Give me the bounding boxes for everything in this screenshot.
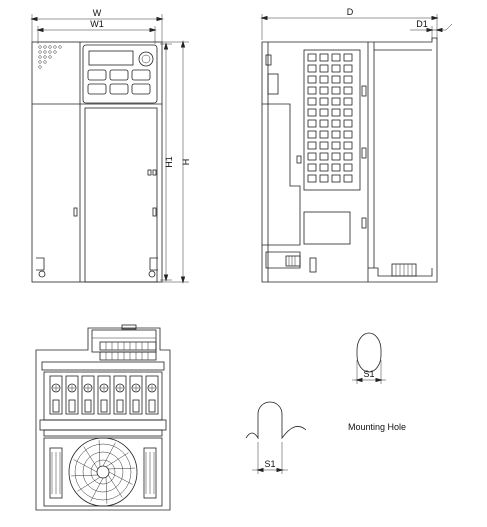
side-housing [261, 37, 438, 283]
label-d1: D1 [416, 19, 428, 29]
dimension-w: W [30, 8, 164, 42]
side-view: D D1 [260, 7, 453, 283]
dimension-h1: H1 [160, 42, 174, 282]
dimension-w1: W1 [36, 19, 157, 44]
label-d: D [347, 7, 354, 17]
dimension-d: D [260, 7, 439, 40]
label-hook-s1: S1 [264, 459, 275, 469]
front-vent-dots [38, 45, 62, 69]
dimension-d1: D1 [410, 19, 453, 40]
mounting-hole-slot: S1 [352, 332, 386, 384]
power-terminals [43, 371, 163, 421]
label-w: W [93, 8, 102, 18]
terminal-block-top [99, 341, 157, 361]
front-housing [31, 41, 163, 283]
label-h1: H1 [164, 156, 174, 168]
front-view: W W1 [30, 8, 191, 284]
bottom-housing [35, 327, 171, 511]
cooling-fan [43, 437, 163, 507]
bottom-view [35, 324, 171, 511]
dimension-h: H [162, 40, 191, 284]
mounting-hole-hook: S1 [245, 401, 307, 474]
label-h: H [181, 159, 191, 166]
label-mounting-hole: Mounting Hole [348, 422, 406, 432]
label-slot-s1: S1 [363, 369, 374, 379]
label-w1: W1 [90, 19, 104, 29]
keypad-panel [82, 44, 158, 104]
side-vent-slots [303, 49, 361, 191]
